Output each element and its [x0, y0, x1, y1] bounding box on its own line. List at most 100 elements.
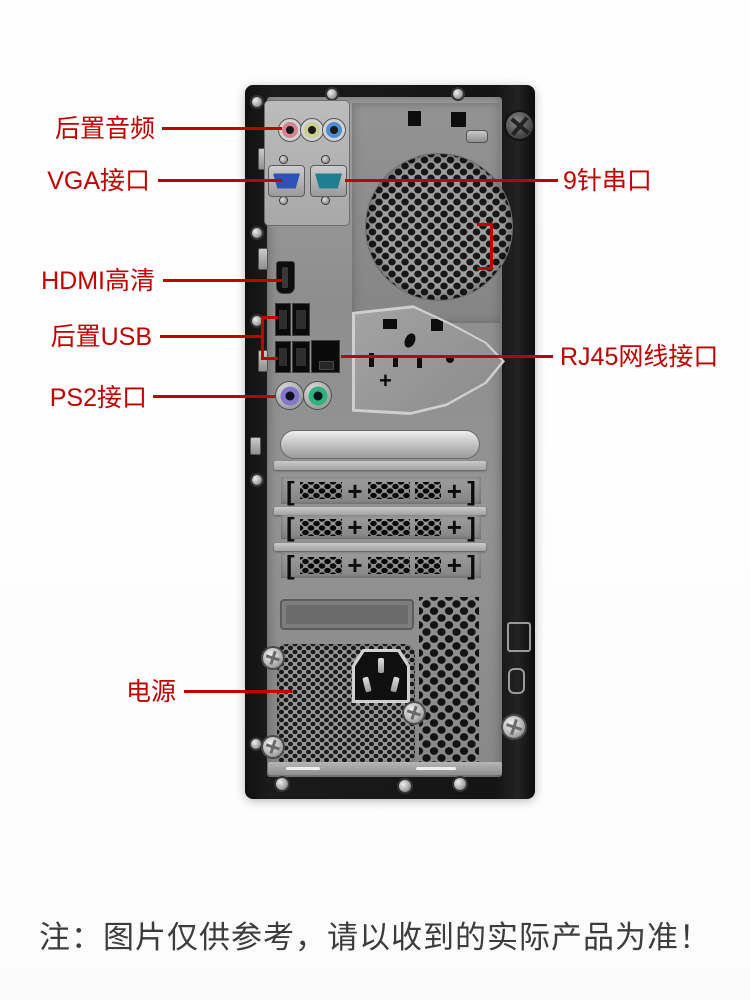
- psu-hex-vents: [419, 597, 479, 765]
- usb-port: [293, 304, 309, 335]
- ps2-core: [313, 391, 322, 400]
- lock-slot: [508, 668, 525, 694]
- callout-label-power: 电源: [125, 678, 176, 706]
- screw-icon: [252, 228, 262, 238]
- callout-label-hdmi: HDMI高清: [41, 267, 155, 295]
- hdmi-port: [277, 262, 294, 293]
- callout-label-ps2: PS2接口: [49, 384, 147, 412]
- bracket-cutout: ]: [467, 475, 476, 506]
- bracket-cutout: ]: [467, 512, 476, 542]
- screw-icon: [404, 703, 424, 723]
- vent-holes: [300, 518, 343, 536]
- audio-jack-mic: [279, 119, 301, 141]
- callout-line-rj45: [341, 355, 553, 358]
- vent-holes: [415, 482, 442, 499]
- chassis-clip: [258, 248, 268, 270]
- cutout: [402, 331, 418, 350]
- screw-icon: [503, 716, 525, 738]
- vga-port: [268, 165, 305, 197]
- serial-pins: [315, 173, 342, 189]
- plus-cutout: +: [446, 512, 462, 542]
- hdmi-slot: [282, 267, 288, 288]
- ps2-keyboard-port: [276, 382, 303, 409]
- jack-hole: [286, 126, 294, 134]
- usb-port: [276, 342, 290, 372]
- cutout: [446, 355, 454, 363]
- cutout: [408, 111, 421, 126]
- chassis-clip: [250, 437, 261, 455]
- screw-icon: [251, 739, 261, 749]
- cutout: [369, 353, 374, 367]
- ps2-core: [285, 391, 294, 400]
- screw-icon: [399, 780, 411, 792]
- plus-cutout: +: [446, 475, 462, 506]
- chassis-latch: [507, 622, 531, 652]
- audio-jack-line-in: [323, 119, 345, 141]
- cutout: [417, 356, 422, 368]
- vent-clip: [466, 130, 488, 143]
- vent-holes: [367, 518, 410, 536]
- screw-icon: [263, 737, 283, 757]
- psu-vent-inner: [286, 605, 408, 624]
- power-pin: [378, 658, 384, 673]
- callout-line-rear-usb: [160, 335, 264, 338]
- power-inlet-c14: [352, 649, 410, 703]
- screw-icon: [454, 778, 466, 790]
- callout-bracket-rear-usb-bottom: [261, 357, 278, 360]
- screw-icon: [252, 475, 262, 485]
- ps2-mouse-port: [304, 382, 331, 409]
- vent-holes: [300, 482, 343, 499]
- callout-label-vga: VGA接口: [47, 167, 150, 195]
- rj45-latch: [319, 361, 334, 370]
- plus-cutout: +: [347, 512, 363, 542]
- usb-port: [276, 304, 290, 335]
- serial-screw-post: [322, 197, 329, 204]
- cutout: [431, 319, 443, 331]
- vent-holes: [367, 556, 410, 574]
- screw-icon: [263, 648, 283, 668]
- screw-icon: [327, 89, 337, 99]
- usb-tongue: [279, 310, 287, 329]
- screw-icon: [276, 778, 288, 790]
- bracket-cutout: [: [286, 550, 295, 580]
- slot-rail: [274, 543, 486, 551]
- screw-icon: [453, 89, 463, 99]
- psu-vent-slot: [280, 599, 414, 630]
- usb-tongue: [296, 348, 306, 366]
- callout-label-rj45: RJ45网线接口: [560, 343, 719, 371]
- callout-line-serial: [345, 179, 558, 182]
- screw-icon: [252, 316, 262, 326]
- bracket-cutout: ]: [467, 550, 476, 580]
- rail-mark: [416, 767, 456, 770]
- psu-bottom-rail: [268, 762, 502, 775]
- plus-cutout: +: [347, 475, 363, 506]
- plus-cutout: +: [379, 368, 392, 393]
- callout-line-ps2: [153, 395, 275, 398]
- vga-pins: [273, 173, 300, 189]
- slot-rail: [274, 461, 486, 470]
- vga-screw-post: [280, 197, 287, 204]
- callout-label-rear-audio: 后置音频: [54, 115, 155, 143]
- usb-port: [293, 342, 309, 372]
- jack-hole: [330, 126, 338, 134]
- cutout: [451, 112, 466, 127]
- usb-tongue: [279, 348, 287, 366]
- slot-blank-bar: [281, 431, 479, 458]
- rj45-ethernet-port: [312, 341, 339, 372]
- callout-bracket-rear-usb: [261, 316, 264, 360]
- serial-port-9pin: [310, 165, 347, 197]
- bracket-cutout: [: [286, 512, 295, 542]
- serial-screw-post: [322, 156, 329, 163]
- usb-tongue: [296, 310, 306, 329]
- plus-cutout: +: [347, 550, 363, 580]
- bracket-cutout: [: [286, 475, 295, 506]
- callout-line-rear-audio: [162, 127, 282, 130]
- screw-icon: [252, 97, 262, 107]
- audio-jack-line-out: [301, 119, 323, 141]
- vent-holes: [367, 482, 410, 499]
- callout-label-serial: 9针串口: [563, 167, 652, 195]
- plus-cutout: +: [446, 550, 462, 580]
- expansion-slot-cover: [ + + ]: [281, 512, 481, 542]
- vent-holes: [300, 556, 343, 574]
